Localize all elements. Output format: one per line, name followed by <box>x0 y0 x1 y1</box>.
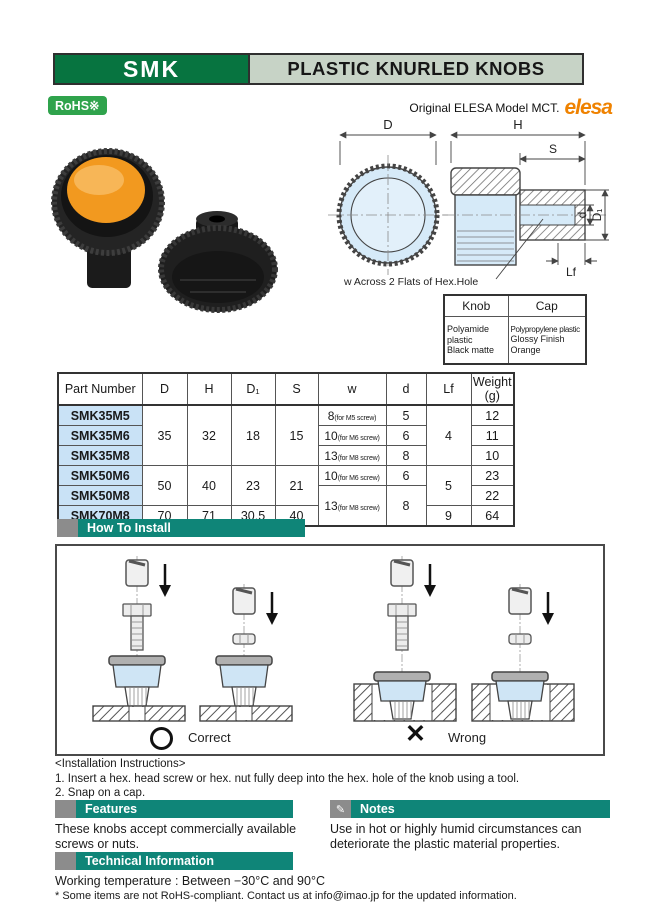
table-row: SMK35M5 35 32 18 15 8(for M5 screw) 5 4 … <box>57 404 515 466</box>
col-w: w <box>317 372 387 406</box>
part-number: SMK50M8 <box>57 485 143 506</box>
material-knob-cell: Polyamide plastic Black matte <box>443 316 509 365</box>
original-model-note: Original ELESA Model MCT. <box>409 100 560 115</box>
section-title: Notes <box>360 802 395 816</box>
section-notes: ✎ Notes <box>330 800 610 818</box>
part-number: SMK35M6 <box>57 425 143 446</box>
section-title: Features <box>85 802 138 816</box>
col-D1: D₁ <box>230 372 276 406</box>
dim-label-D: D <box>383 117 392 132</box>
install-diagram-screw-wrong <box>353 556 457 722</box>
series-code: SMK <box>55 55 248 83</box>
col-Lf: Lf <box>425 372 472 406</box>
dim-label-D1: D₁ <box>590 209 604 222</box>
col-S: S <box>274 372 319 406</box>
section-technical-information: Technical Information <box>55 852 293 870</box>
table-row: SMK35M6 10(for M6 screw) 6 11 <box>57 425 515 446</box>
correct-mark-icon <box>150 727 173 750</box>
dim-label-d: d <box>575 212 589 219</box>
section-title: Technical Information <box>85 854 214 868</box>
page-header: SMK PLASTIC KNURLED KNOBS <box>53 53 584 85</box>
elesa-logo: elesa <box>564 96 613 119</box>
table-row: SMK50M6 50 40 23 21 10(for M6 screw) 6 5… <box>57 465 515 506</box>
installation-step-2: 2. Snap on a cap. <box>55 787 146 799</box>
w-cell: 13(for M8 screw) <box>317 445 387 466</box>
features-body: These knobs accept commercially availabl… <box>55 822 297 851</box>
section-square-icon <box>55 852 76 870</box>
section-square-icon <box>57 519 78 537</box>
w-cell: 10(for M6 screw) <box>317 465 387 486</box>
section-features: Features <box>55 800 293 818</box>
spec-table: Part Number D H D₁ S w d Lf Weight (g) S… <box>57 372 515 527</box>
part-number: SMK35M8 <box>57 445 143 466</box>
product-photo <box>51 148 278 313</box>
part-number: SMK35M5 <box>57 404 143 426</box>
installation-step-1: 1. Insert a hex. head screw or hex. nut … <box>55 773 520 785</box>
page-title: PLASTIC KNURLED KNOBS <box>248 55 582 83</box>
wrong-mark-icon: ✕ <box>405 720 426 748</box>
w-cell: 10(for M6 screw) <box>317 425 387 446</box>
install-diagram-nut-correct <box>199 584 293 722</box>
material-header-knob: Knob <box>443 294 509 317</box>
col-weight: Weight (g) <box>470 372 515 406</box>
col-d: d <box>385 372 427 406</box>
correct-label: Correct <box>188 730 231 745</box>
section-square-icon <box>55 800 76 818</box>
part-number: SMK50M6 <box>57 465 143 486</box>
table-row: SMK35M8 13(for M8 screw) 8 10 <box>57 445 515 466</box>
material-cap-cell: Polypropylene plastic Glossy Finish Oran… <box>507 316 587 365</box>
section-title: How To Install <box>87 521 171 535</box>
w-cell: 13(for M8 screw) <box>317 485 387 527</box>
material-table: Knob Cap Polyamide plastic Black matte P… <box>443 294 587 365</box>
brand-line: Original ELESA Model MCT. elesa <box>250 96 613 119</box>
table-row: SMK50M8 13(for M8 screw) 8 22 <box>57 485 515 527</box>
dim-label-S: S <box>549 142 557 156</box>
wrong-label: Wrong <box>448 730 487 745</box>
rohs-badge: RoHS※ <box>48 96 107 115</box>
installation-instructions-title: <Installation Instructions> <box>55 758 186 770</box>
hex-hole-note: w Across 2 Flats of Hex.Hole <box>343 276 478 288</box>
dim-label-Lf: Lf <box>566 265 577 279</box>
section-how-to-install: How To Install <box>57 519 305 537</box>
dim-label-H: H <box>513 117 522 132</box>
col-H: H <box>186 372 232 406</box>
material-header-cap: Cap <box>507 294 587 317</box>
install-diagram-nut-wrong <box>471 584 575 722</box>
pencil-icon: ✎ <box>330 800 351 818</box>
rohs-compliance-note: * Some items are not RoHS-compliant. Con… <box>55 890 517 902</box>
working-temperature: Working temperature : Between −30°C and … <box>55 874 325 888</box>
w-cell: 8(for M5 screw) <box>317 404 387 426</box>
technical-drawing: D H S d D₁ Lf w Across 2 Flats <box>328 117 609 288</box>
notes-body: Use in hot or highly humid circumstances… <box>330 822 582 851</box>
col-D: D <box>141 372 188 406</box>
install-diagram-screw-correct <box>92 556 186 722</box>
col-part-number: Part Number <box>57 372 143 406</box>
